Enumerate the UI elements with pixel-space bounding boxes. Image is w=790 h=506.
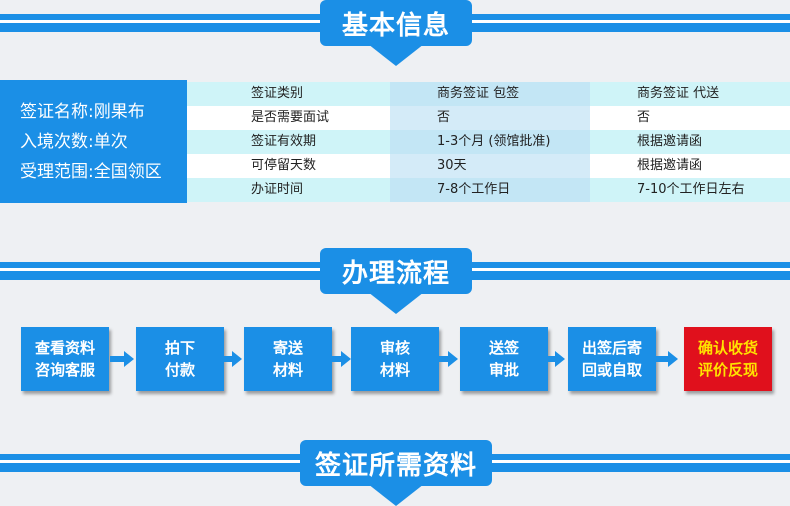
step-line: 材料 <box>272 361 303 379</box>
step-line: 出签后寄 <box>581 339 642 357</box>
arrow-right-icon <box>541 351 565 367</box>
section-banner-materials: 签证所需资料 <box>0 440 790 506</box>
cell-agent: 商务签证 代送 <box>590 82 790 106</box>
row-label: 办证时间 <box>187 178 390 202</box>
chevron-down-icon <box>368 44 424 66</box>
arrow-right-icon <box>434 351 458 367</box>
row-label: 可停留天数 <box>187 154 390 178</box>
table-row: 签证类别 商务签证 包签 商务签证 代送 <box>187 82 790 106</box>
step-line: 查看资料 <box>34 339 95 357</box>
chevron-down-icon <box>368 484 424 506</box>
section-banner-process: 办理流程 <box>0 248 790 314</box>
table-row: 签证有效期 1-3个月 (领馆批准) 根据邀请函 <box>187 130 790 154</box>
table-row: 是否需要面试 否 否 <box>187 106 790 130</box>
entry-count: 入境次数:单次 <box>20 131 128 152</box>
cell-agent: 根据邀请函 <box>590 154 790 178</box>
cell-agent: 否 <box>590 106 790 130</box>
service-scope: 受理范围:全国领区 <box>20 161 162 182</box>
step-line: 寄送 <box>272 339 303 357</box>
arrow-right-icon <box>327 351 351 367</box>
section-banner-basic-info: 基本信息 <box>0 0 790 66</box>
cell-agent: 7-10个工作日左右 <box>590 178 790 202</box>
arrow-right-icon <box>110 351 134 367</box>
step-line: 付款 <box>164 361 195 379</box>
process-step-consult: 查看资料 咨询客服 <box>21 327 109 391</box>
step-line: 拍下 <box>164 339 195 357</box>
cell-package: 7-8个工作日 <box>390 178 590 202</box>
process-step-send-materials: 寄送 材料 <box>244 327 332 391</box>
step-line: 确认收货 <box>697 339 758 357</box>
arrow-right-icon <box>218 351 242 367</box>
table-row: 可停留天数 30天 根据邀请函 <box>187 154 790 178</box>
cell-package: 30天 <box>390 154 590 178</box>
step-line: 回或自取 <box>581 361 642 379</box>
process-step-payment: 拍下 付款 <box>136 327 224 391</box>
step-line: 审批 <box>488 361 519 379</box>
cell-package: 商务签证 包签 <box>390 82 590 106</box>
cell-agent: 根据邀请函 <box>590 130 790 154</box>
step-line: 咨询客服 <box>34 361 95 379</box>
cell-package: 1-3个月 (领馆批准) <box>390 130 590 154</box>
row-label: 签证有效期 <box>187 130 390 154</box>
row-label: 签证类别 <box>187 82 390 106</box>
basic-info-block: 签证名称:刚果布 入境次数:单次 受理范围:全国领区 签证类别 商务签证 包签 … <box>0 80 790 203</box>
section-title: 基本信息 <box>320 0 472 46</box>
visa-name: 签证名称:刚果布 <box>20 101 145 122</box>
chevron-down-icon <box>368 292 424 314</box>
section-title: 签证所需资料 <box>300 440 492 486</box>
step-line: 材料 <box>379 361 410 379</box>
process-step-return: 出签后寄 回或自取 <box>568 327 656 391</box>
step-line: 审核 <box>379 339 410 357</box>
step-line: 评价反现 <box>697 361 758 379</box>
process-step-review: 审核 材料 <box>351 327 439 391</box>
process-step-confirm: 确认收货 评价反现 <box>684 327 772 391</box>
table-row: 办证时间 7-8个工作日 7-10个工作日左右 <box>187 178 790 202</box>
arrow-right-icon <box>654 351 678 367</box>
row-label: 是否需要面试 <box>187 106 390 130</box>
section-title: 办理流程 <box>320 248 472 294</box>
cell-package: 否 <box>390 106 590 130</box>
visa-info-table: 签证类别 商务签证 包签 商务签证 代送 是否需要面试 否 否 签证有效期 1-… <box>187 80 790 203</box>
step-line: 送签 <box>488 339 519 357</box>
process-step-submit: 送签 审批 <box>460 327 548 391</box>
visa-summary: 签证名称:刚果布 入境次数:单次 受理范围:全国领区 <box>0 80 187 203</box>
